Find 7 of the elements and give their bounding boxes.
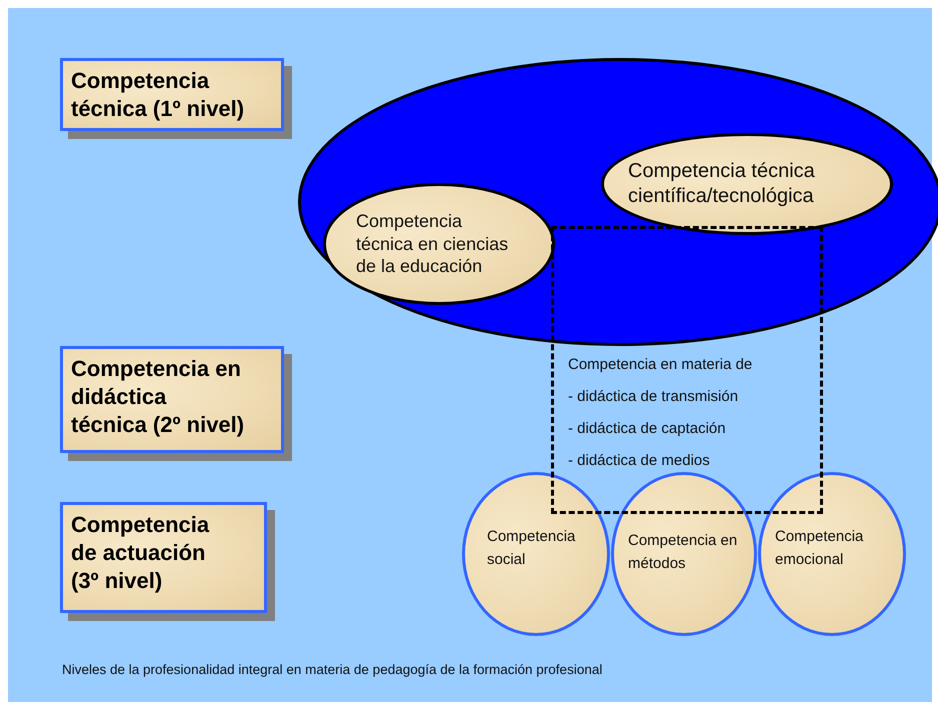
frame-text: - didáctica de transmisión xyxy=(568,387,740,407)
frame-text: Competencia en materia de xyxy=(568,355,754,375)
frame-text: - didáctica de medios xyxy=(568,451,711,471)
oval: Competencia técnica científica/tecnológica xyxy=(601,133,893,235)
oval: Competencia técnica en ciencias de la educación xyxy=(323,183,555,305)
frame-text: - didáctica de captación xyxy=(568,419,727,439)
caption: Niveles de la profesionalidad integral en materia de pedagogía de la formación profesional xyxy=(62,662,602,677)
